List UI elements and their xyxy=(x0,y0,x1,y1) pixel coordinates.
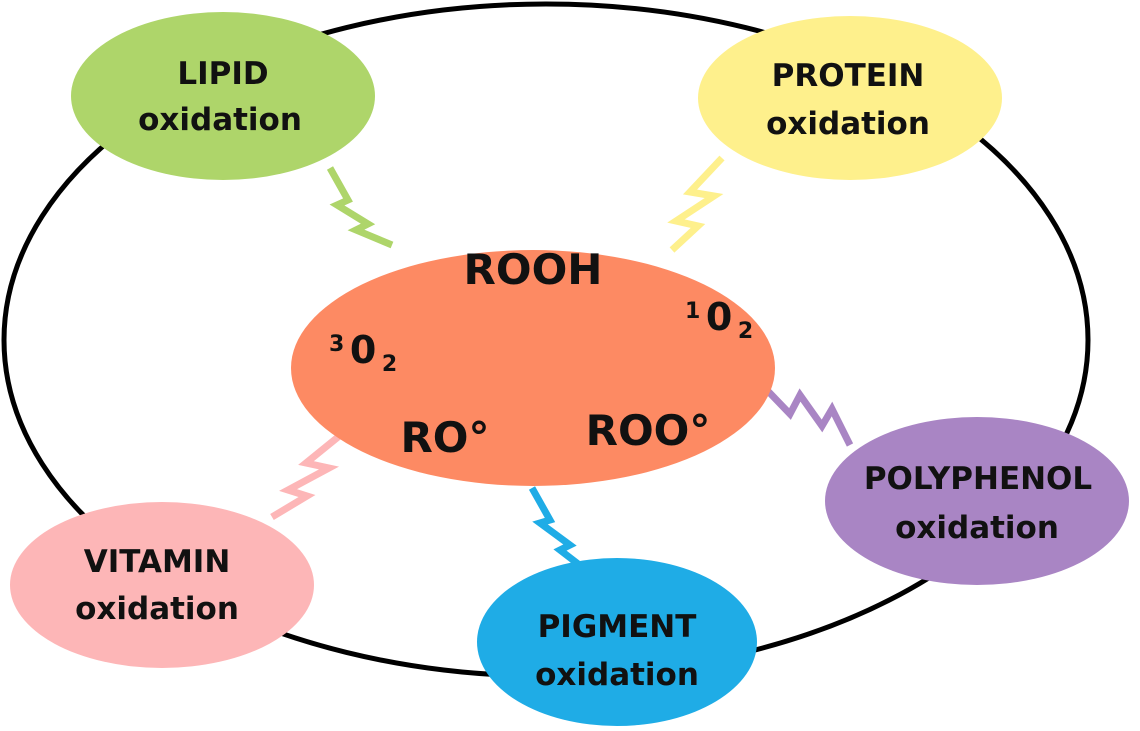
vitamin-subtitle: oxidation xyxy=(75,591,239,627)
polyphenol-ellipse xyxy=(825,417,1129,585)
lipid-connector-bolt xyxy=(326,166,394,249)
vitamin-title: VITAMIN xyxy=(84,544,231,580)
singlet-oxygen-superscript: 1 xyxy=(685,299,700,324)
protein-title: PROTEIN xyxy=(772,58,925,94)
species-triplet-oxygen: 3 0 2 xyxy=(329,328,397,377)
species-ro: RO° xyxy=(400,413,489,462)
lipid-title: LIPID xyxy=(177,56,268,92)
polyphenol-subtitle: oxidation xyxy=(895,510,1059,546)
pigment-title: PIGMENT xyxy=(538,609,697,645)
singlet-oxygen-base: 0 xyxy=(706,295,732,339)
reactive-species-ellipse xyxy=(291,250,775,486)
pigment-ellipse xyxy=(477,558,757,726)
triplet-oxygen-subscript: 2 xyxy=(382,352,397,377)
node-protein: PROTEIN oxidation xyxy=(698,16,1002,180)
polyphenol-connector-bolt xyxy=(762,385,854,447)
node-pigment: PIGMENT oxidation xyxy=(477,558,757,726)
singlet-oxygen-subscript: 2 xyxy=(738,319,753,344)
triplet-oxygen-base: 0 xyxy=(350,328,376,372)
vitamin-connector-bolt xyxy=(270,430,346,521)
vitamin-ellipse xyxy=(10,502,314,668)
triplet-oxygen-superscript: 3 xyxy=(329,332,344,357)
protein-subtitle: oxidation xyxy=(766,106,930,142)
species-rooh: ROOH xyxy=(464,245,603,294)
node-lipid: LIPID oxidation xyxy=(71,12,375,180)
polyphenol-title: POLYPHENOL xyxy=(864,461,1092,497)
protein-ellipse xyxy=(698,16,1002,180)
species-roo: ROO° xyxy=(586,406,711,455)
lipid-subtitle: oxidation xyxy=(138,102,302,138)
pigment-subtitle: oxidation xyxy=(535,657,699,693)
node-vitamin: VITAMIN oxidation xyxy=(10,502,314,668)
pigment-connector-bolt xyxy=(528,486,589,573)
lipid-ellipse xyxy=(71,12,375,180)
protein-connector-bolt xyxy=(667,155,725,253)
species-singlet-oxygen: 1 0 2 xyxy=(685,295,753,344)
node-polyphenol: POLYPHENOL oxidation xyxy=(825,417,1129,585)
